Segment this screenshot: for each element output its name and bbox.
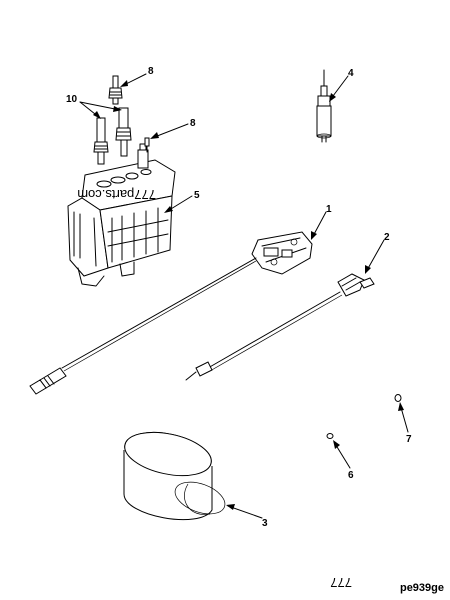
reference-code: pe939ge bbox=[399, 582, 444, 594]
callout-3: 3 bbox=[262, 518, 268, 529]
callout-8-top: 8 bbox=[148, 66, 154, 77]
sensor-part-4 bbox=[316, 69, 332, 143]
o-ring-part-6 bbox=[326, 433, 334, 439]
o-ring-part-7 bbox=[394, 394, 402, 402]
leader-arrows bbox=[79, 73, 409, 519]
control-module-part-5 bbox=[67, 143, 176, 287]
callout-8-right: 8 bbox=[190, 118, 196, 129]
callout-1: 1 bbox=[326, 204, 332, 215]
callout-4: 4 bbox=[348, 68, 354, 79]
callout-7: 7 bbox=[406, 434, 412, 445]
wiring-harness-part-1 bbox=[29, 231, 313, 395]
callout-10: 10 bbox=[66, 94, 78, 105]
small-pin-part-8-right bbox=[144, 137, 150, 153]
corner-logo: 777 bbox=[330, 575, 352, 590]
fitting-pair-part-10 bbox=[93, 107, 132, 165]
callout-6: 6 bbox=[348, 470, 354, 481]
callout-5: 5 bbox=[194, 190, 200, 201]
sensor-cable-part-2 bbox=[185, 273, 375, 381]
watermark-text: 777parts.com bbox=[77, 187, 156, 202]
small-fitting-part-8-top bbox=[108, 75, 123, 105]
callout-2: 2 bbox=[384, 232, 390, 243]
sleeve-part-3 bbox=[123, 431, 226, 521]
